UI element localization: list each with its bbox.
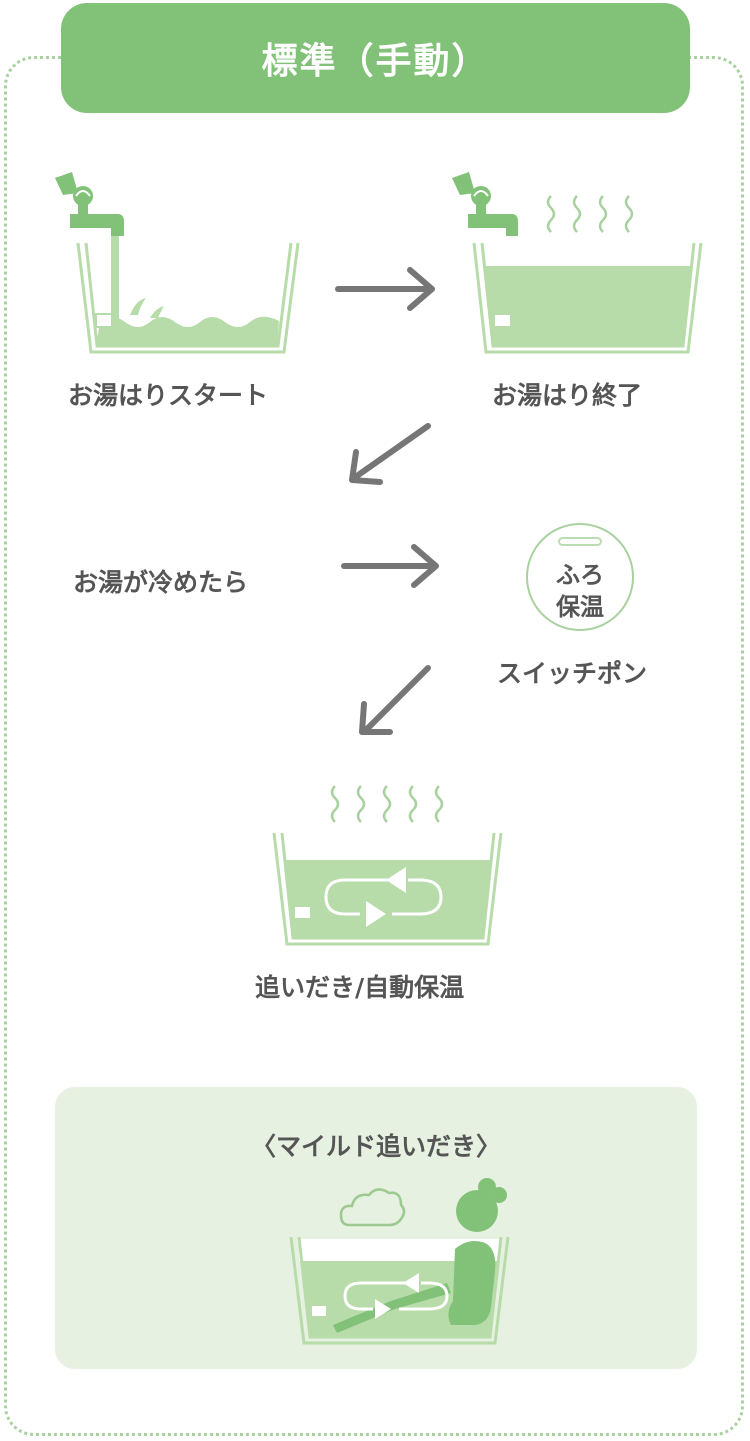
step-fill-end-label: お湯はり終了 [492,381,643,410]
tub-filling-end [452,172,703,354]
cloud-icon [339,1188,406,1227]
step-switch-label: スイッチポン [497,659,648,688]
arrow-down-left-icon [349,423,431,485]
tub-reheat [272,785,503,946]
circulation-arrows-icon [343,1273,449,1319]
mild-reheat-panel: 〈マイルド追いだき〉 [55,1087,697,1369]
circulation-arrows-icon [324,867,443,927]
arrow-right-icon [341,544,439,588]
tub-filling-start [55,172,300,354]
faucet-icon [452,172,518,236]
title-bar: 標準（手動） [61,3,690,113]
bather-icon [333,1178,507,1333]
mild-reheat-illustration [289,1178,510,1345]
faucet-icon [55,172,124,236]
furo-hoon-button: ふろ 保温 [526,523,634,631]
step-reheat-label: 追いだき/自動保温 [255,973,465,1002]
step-cooled-label: お湯が冷めたら [73,568,249,597]
page-title: 標準（手動） [261,41,490,82]
mild-reheat-title: 〈マイルド追いだき〉 [250,1132,501,1161]
button-indicator [558,537,602,546]
step-fill-start-label: お湯はりスタート [68,381,269,410]
arrow-right-icon [335,267,435,311]
steam-icon [330,785,444,823]
button-line1: ふろ [556,561,604,589]
steam-icon [546,195,634,233]
button-line2: 保温 [556,593,604,621]
arrow-down-left-icon [359,665,431,735]
